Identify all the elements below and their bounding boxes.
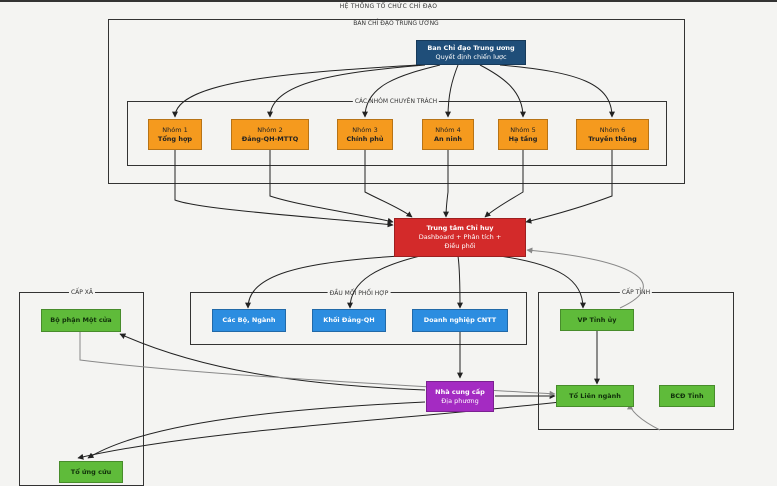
- node-nhom-1: Nhóm 1 Tổng hợp: [148, 119, 202, 150]
- node-to-ung-cuu: Tổ ứng cứu: [59, 461, 123, 483]
- edge-ttch-cacbo: [245, 255, 401, 309]
- edge-vptu-ttch: [526, 247, 644, 309]
- node-nhom-1-number: Nhóm 1: [162, 125, 188, 134]
- edge-bcd-n5: [479, 64, 526, 118]
- group-central: [108, 19, 685, 184]
- node-nhom-3: Nhóm 3 Chính phủ: [337, 119, 393, 150]
- node-bcd-tinh: BCĐ Tỉnh: [659, 385, 715, 407]
- node-khoi-dang-qh-label: Khối Đảng-QH: [323, 316, 375, 324]
- node-to-lien-nganh: Tổ Liên ngành: [556, 385, 634, 407]
- node-nhom-5-number: Nhóm 5: [510, 125, 536, 134]
- node-ttch-line2: Dashboard + Phân tích +: [418, 233, 502, 241]
- top-border: [0, 0, 777, 2]
- edge-n3-ttch: [364, 150, 413, 218]
- edge-n6-ttch: [525, 150, 613, 224]
- node-nhom-5: Nhóm 5 Hạ tầng: [498, 119, 548, 150]
- node-vp-tinh-uy-label: VP Tỉnh ủy: [577, 315, 617, 324]
- node-trung-tam-chi-huy: Trung tâm Chỉ huy Dashboard + Phân tích …: [394, 218, 526, 257]
- node-nhom-6: Nhóm 6 Truyền thông: [576, 119, 649, 150]
- node-ttch-line3: Điều phối: [444, 242, 476, 250]
- node-bcd-subtitle: Quyết định chiến lược: [435, 52, 507, 61]
- node-khoi-dang-qh: Khối Đảng-QH: [312, 309, 386, 332]
- node-nhom-4: Nhóm 4 An ninh: [422, 119, 474, 150]
- node-cac-bo-nganh-label: Các Bộ, Ngành: [222, 316, 276, 324]
- node-cac-bo-nganh: Các Bộ, Ngành: [212, 309, 286, 332]
- group-teams-label: CÁC NHÓM CHUYÊN TRÁCH: [352, 98, 440, 105]
- node-nhom-6-number: Nhóm 6: [599, 125, 626, 134]
- node-bcd-tinh-label: BCĐ Tỉnh: [670, 391, 704, 400]
- node-nhom-2-number: Nhóm 2: [257, 125, 283, 134]
- node-nhom-4-name: An ninh: [433, 134, 463, 143]
- node-doanh-nghiep-cntt-label: Doanh nghiệp CNTT: [423, 316, 497, 324]
- edge-bcd-n4: [445, 64, 459, 118]
- edge-ncc-tuongcuu: [87, 401, 426, 459]
- edge-bcd-n2: [267, 64, 426, 118]
- node-nha-cung-cap-title: Nhà cung cấp: [435, 387, 485, 396]
- edge-ttch-khoidang: [347, 255, 421, 309]
- node-nhom-1-name: Tổng hợp: [157, 134, 193, 143]
- node-nhom-3-name: Chính phủ: [346, 134, 384, 143]
- node-bo-phan-mot-cua-label: Bộ phận Một cửa: [50, 316, 112, 324]
- edge-bcd-n3: [362, 64, 441, 118]
- node-doanh-nghiep-cntt: Doanh nghiệp CNTT: [412, 309, 508, 332]
- node-nha-cung-cap: Nhà cung cấp Địa phương: [426, 381, 494, 412]
- edge-province-tolienganh: [627, 403, 661, 431]
- node-vp-tinh-uy: VP Tỉnh ủy: [560, 309, 634, 331]
- edge-bcd-n1: [172, 64, 419, 118]
- node-bcd-trung-uong: Ban Chỉ đạo Trung ương Quyết định chiến …: [416, 40, 526, 65]
- edge-n1-ttch: [174, 150, 394, 228]
- edge-n2-ttch: [269, 150, 394, 224]
- group-province-label: CẤP TỈNH: [619, 289, 653, 296]
- node-nhom-4-number: Nhóm 4: [435, 125, 461, 134]
- edge-ttch-dncntt: [456, 255, 463, 309]
- group-central-label: BAN CHỈ ĐẠO TRUNG ƯƠNG: [351, 20, 441, 27]
- edge-ttch-vptu: [499, 255, 586, 309]
- node-nhom-2-name: Đảng-QH-MTTQ: [241, 134, 299, 143]
- node-ttch-title: Trung tâm Chỉ huy: [426, 224, 494, 232]
- edge-n4-ttch: [443, 150, 450, 218]
- node-nha-cung-cap-subtitle: Địa phương: [441, 396, 479, 405]
- group-commune-label: CẤP XÃ: [68, 289, 96, 296]
- diagram-title: HỆ THỐNG TỔ CHỨC CHỈ ĐẠO: [339, 3, 438, 10]
- node-nhom-6-name: Truyền thông: [588, 134, 637, 143]
- edge-ncc-bpmc: [119, 333, 426, 391]
- node-bcd-title: Ban Chỉ đạo Trung ương: [427, 43, 515, 52]
- edge-bcd-n6: [499, 64, 615, 118]
- node-to-lien-nganh-label: Tổ Liên ngành: [569, 391, 621, 400]
- node-nhom-5-name: Hạ tầng: [508, 134, 538, 143]
- group-focal-label: ĐẦU MỐI PHỐI HỢP: [327, 290, 391, 297]
- node-nhom-3-number: Nhóm 3: [352, 125, 378, 134]
- node-to-ung-cuu-label: Tổ ứng cứu: [70, 467, 112, 476]
- edge-n5-ttch: [484, 150, 524, 218]
- node-nhom-2: Nhóm 2 Đảng-QH-MTTQ: [231, 119, 309, 150]
- node-bo-phan-mot-cua: Bộ phận Một cửa: [41, 309, 121, 332]
